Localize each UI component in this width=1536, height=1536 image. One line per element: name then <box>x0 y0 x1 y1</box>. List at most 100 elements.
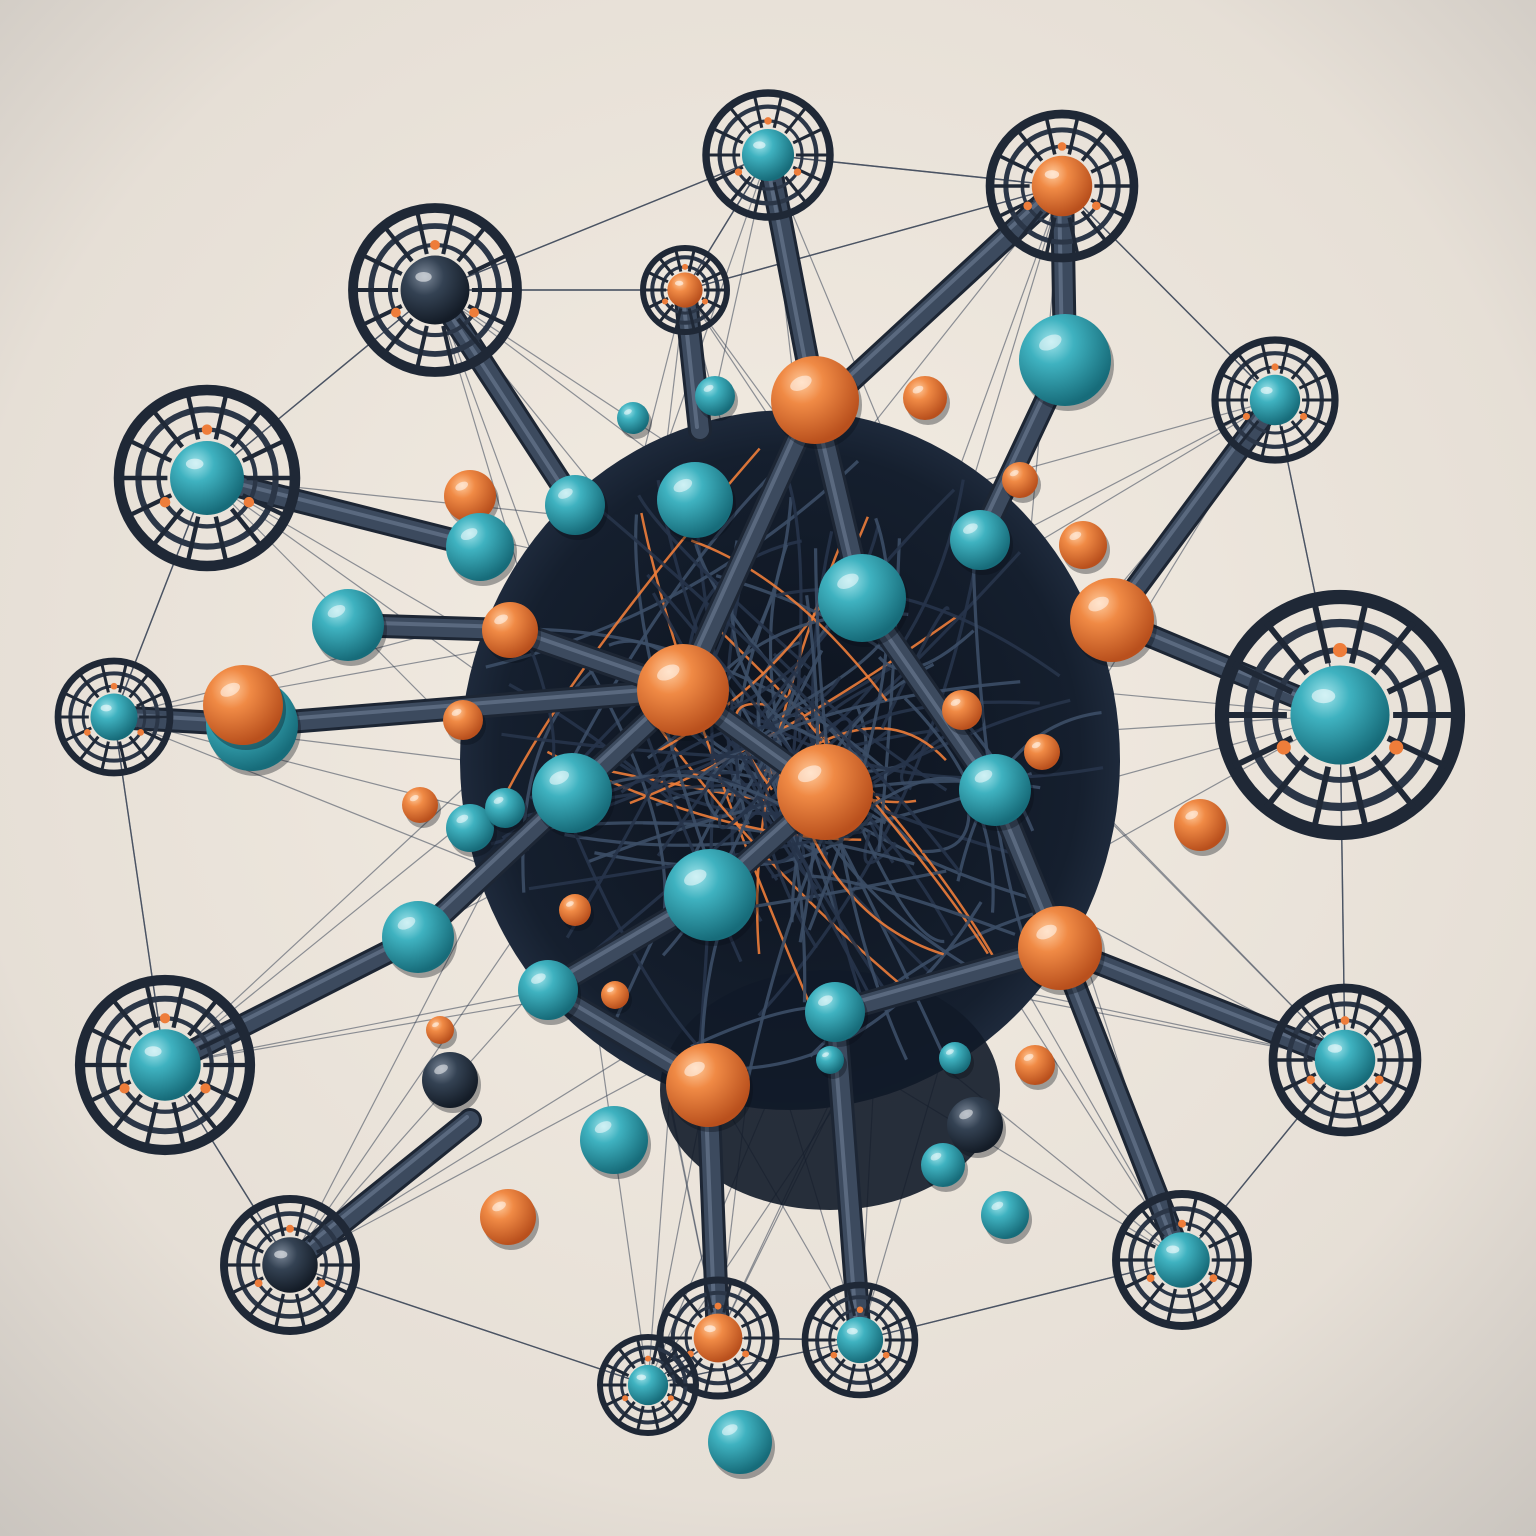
cage-wheel <box>640 245 730 335</box>
atom-highlight <box>623 409 632 415</box>
wheel-spoke <box>456 317 488 356</box>
wheel-spoke <box>1373 1027 1411 1048</box>
wheel-spoke <box>241 437 288 463</box>
core-strand <box>602 511 962 874</box>
wheel-spoke <box>1199 1282 1225 1313</box>
wheel-spoke <box>185 391 201 440</box>
wheel-spoke <box>77 672 100 699</box>
atom-highlight <box>220 682 240 697</box>
core-strand <box>656 488 956 857</box>
core-strand <box>757 506 987 1017</box>
wheel-spoke <box>1348 766 1370 831</box>
wheel-spoke <box>126 437 173 463</box>
wheel-spoke <box>1370 620 1416 676</box>
wheel-spoke <box>171 1101 186 1149</box>
atom-highlight <box>721 1424 738 1436</box>
teal-hub-sphere <box>90 693 138 741</box>
wheel-spoke <box>1187 1288 1199 1325</box>
wheel-spoke <box>382 224 414 263</box>
orange-clip <box>317 1279 326 1288</box>
core-strand <box>863 831 898 865</box>
wheel-spoke <box>229 1234 264 1254</box>
wheel-spoke <box>1279 1027 1317 1048</box>
wheel-spoke <box>62 691 92 708</box>
dark-hub-sphere <box>262 1237 318 1293</box>
core-strand <box>501 732 793 762</box>
teal-atom <box>939 1042 971 1074</box>
wheel-spoke <box>728 175 752 205</box>
wheel-spoke <box>1139 1207 1165 1238</box>
atom-highlight <box>1069 531 1082 541</box>
teal-atom <box>921 1143 965 1187</box>
atom-highlight <box>684 1061 705 1077</box>
wheel-spoke <box>635 1337 645 1365</box>
wheel-spoke <box>695 303 713 324</box>
wheel-spoke <box>1290 352 1314 380</box>
hub-highlight <box>1327 1044 1343 1053</box>
orange-atom <box>203 665 283 745</box>
orange-atom <box>426 1016 454 1044</box>
teal-atom <box>959 754 1031 826</box>
rod-highlight <box>430 285 574 504</box>
cage-wheel <box>113 384 301 572</box>
orange-clip <box>1276 740 1291 755</box>
orange-atom <box>903 376 947 420</box>
orange-hub-sphere <box>693 1313 743 1363</box>
wheel-spoke <box>824 1296 846 1322</box>
teal-hub-sphere <box>129 1029 201 1101</box>
core-strand <box>705 616 1001 968</box>
atom-highlight <box>818 995 833 1006</box>
hub-highlight <box>1260 386 1273 394</box>
atom-highlight <box>930 1152 942 1161</box>
orange-atom <box>444 470 496 522</box>
orange-clip <box>110 682 118 690</box>
wheel-spoke <box>295 1200 307 1237</box>
teal-atom <box>695 376 735 416</box>
atom-highlight <box>822 1052 829 1058</box>
wire <box>684 185 1063 291</box>
wheel-spoke <box>213 391 229 440</box>
orange-clip <box>793 168 802 176</box>
orange-hub-sphere <box>667 272 703 308</box>
atom-highlight <box>950 698 961 706</box>
wheel-spoke <box>864 1363 874 1394</box>
teal-hub-sphere <box>170 441 244 515</box>
core-strand <box>776 587 1061 678</box>
orange-atom <box>1059 521 1107 569</box>
teal-atom <box>657 462 733 538</box>
orange-atom <box>601 981 629 1009</box>
orange-clip <box>661 298 668 305</box>
orange-clip <box>469 307 479 318</box>
wheel-spoke <box>864 1286 874 1317</box>
wheel-spoke <box>635 1405 645 1433</box>
wheel-spoke <box>722 1281 733 1313</box>
orange-atom <box>1015 1045 1055 1085</box>
wheel-spoke <box>187 1093 220 1133</box>
wheel-spoke <box>198 1026 243 1051</box>
wheel-spoke <box>110 1093 143 1133</box>
core-strand <box>727 649 824 816</box>
wheel-spoke <box>456 224 488 263</box>
orange-clip <box>391 307 401 318</box>
wheel-spoke <box>728 105 752 135</box>
wheel-spoke <box>703 1363 714 1395</box>
orange-clip <box>1146 1274 1155 1283</box>
wheel-spoke <box>666 1362 692 1377</box>
orange-atom <box>480 1189 536 1245</box>
atom-highlight <box>456 814 469 824</box>
wheel-spoke <box>185 516 201 565</box>
teal-atom <box>805 982 865 1042</box>
teal-atom <box>518 960 578 1020</box>
wheel-spoke <box>1044 217 1057 257</box>
orange-clip <box>1242 412 1251 421</box>
rod-highlight <box>763 150 814 399</box>
wheel-spoke <box>740 1311 771 1329</box>
hub-highlight <box>674 280 684 286</box>
hub-highlight <box>185 458 204 470</box>
wheel-spoke <box>1080 128 1109 162</box>
atom-highlight <box>1088 596 1109 612</box>
wheel-spoke <box>874 1296 896 1322</box>
hub-highlight <box>1166 1245 1180 1254</box>
wheel-spoke <box>711 126 744 145</box>
wheel-spoke <box>1327 989 1340 1029</box>
